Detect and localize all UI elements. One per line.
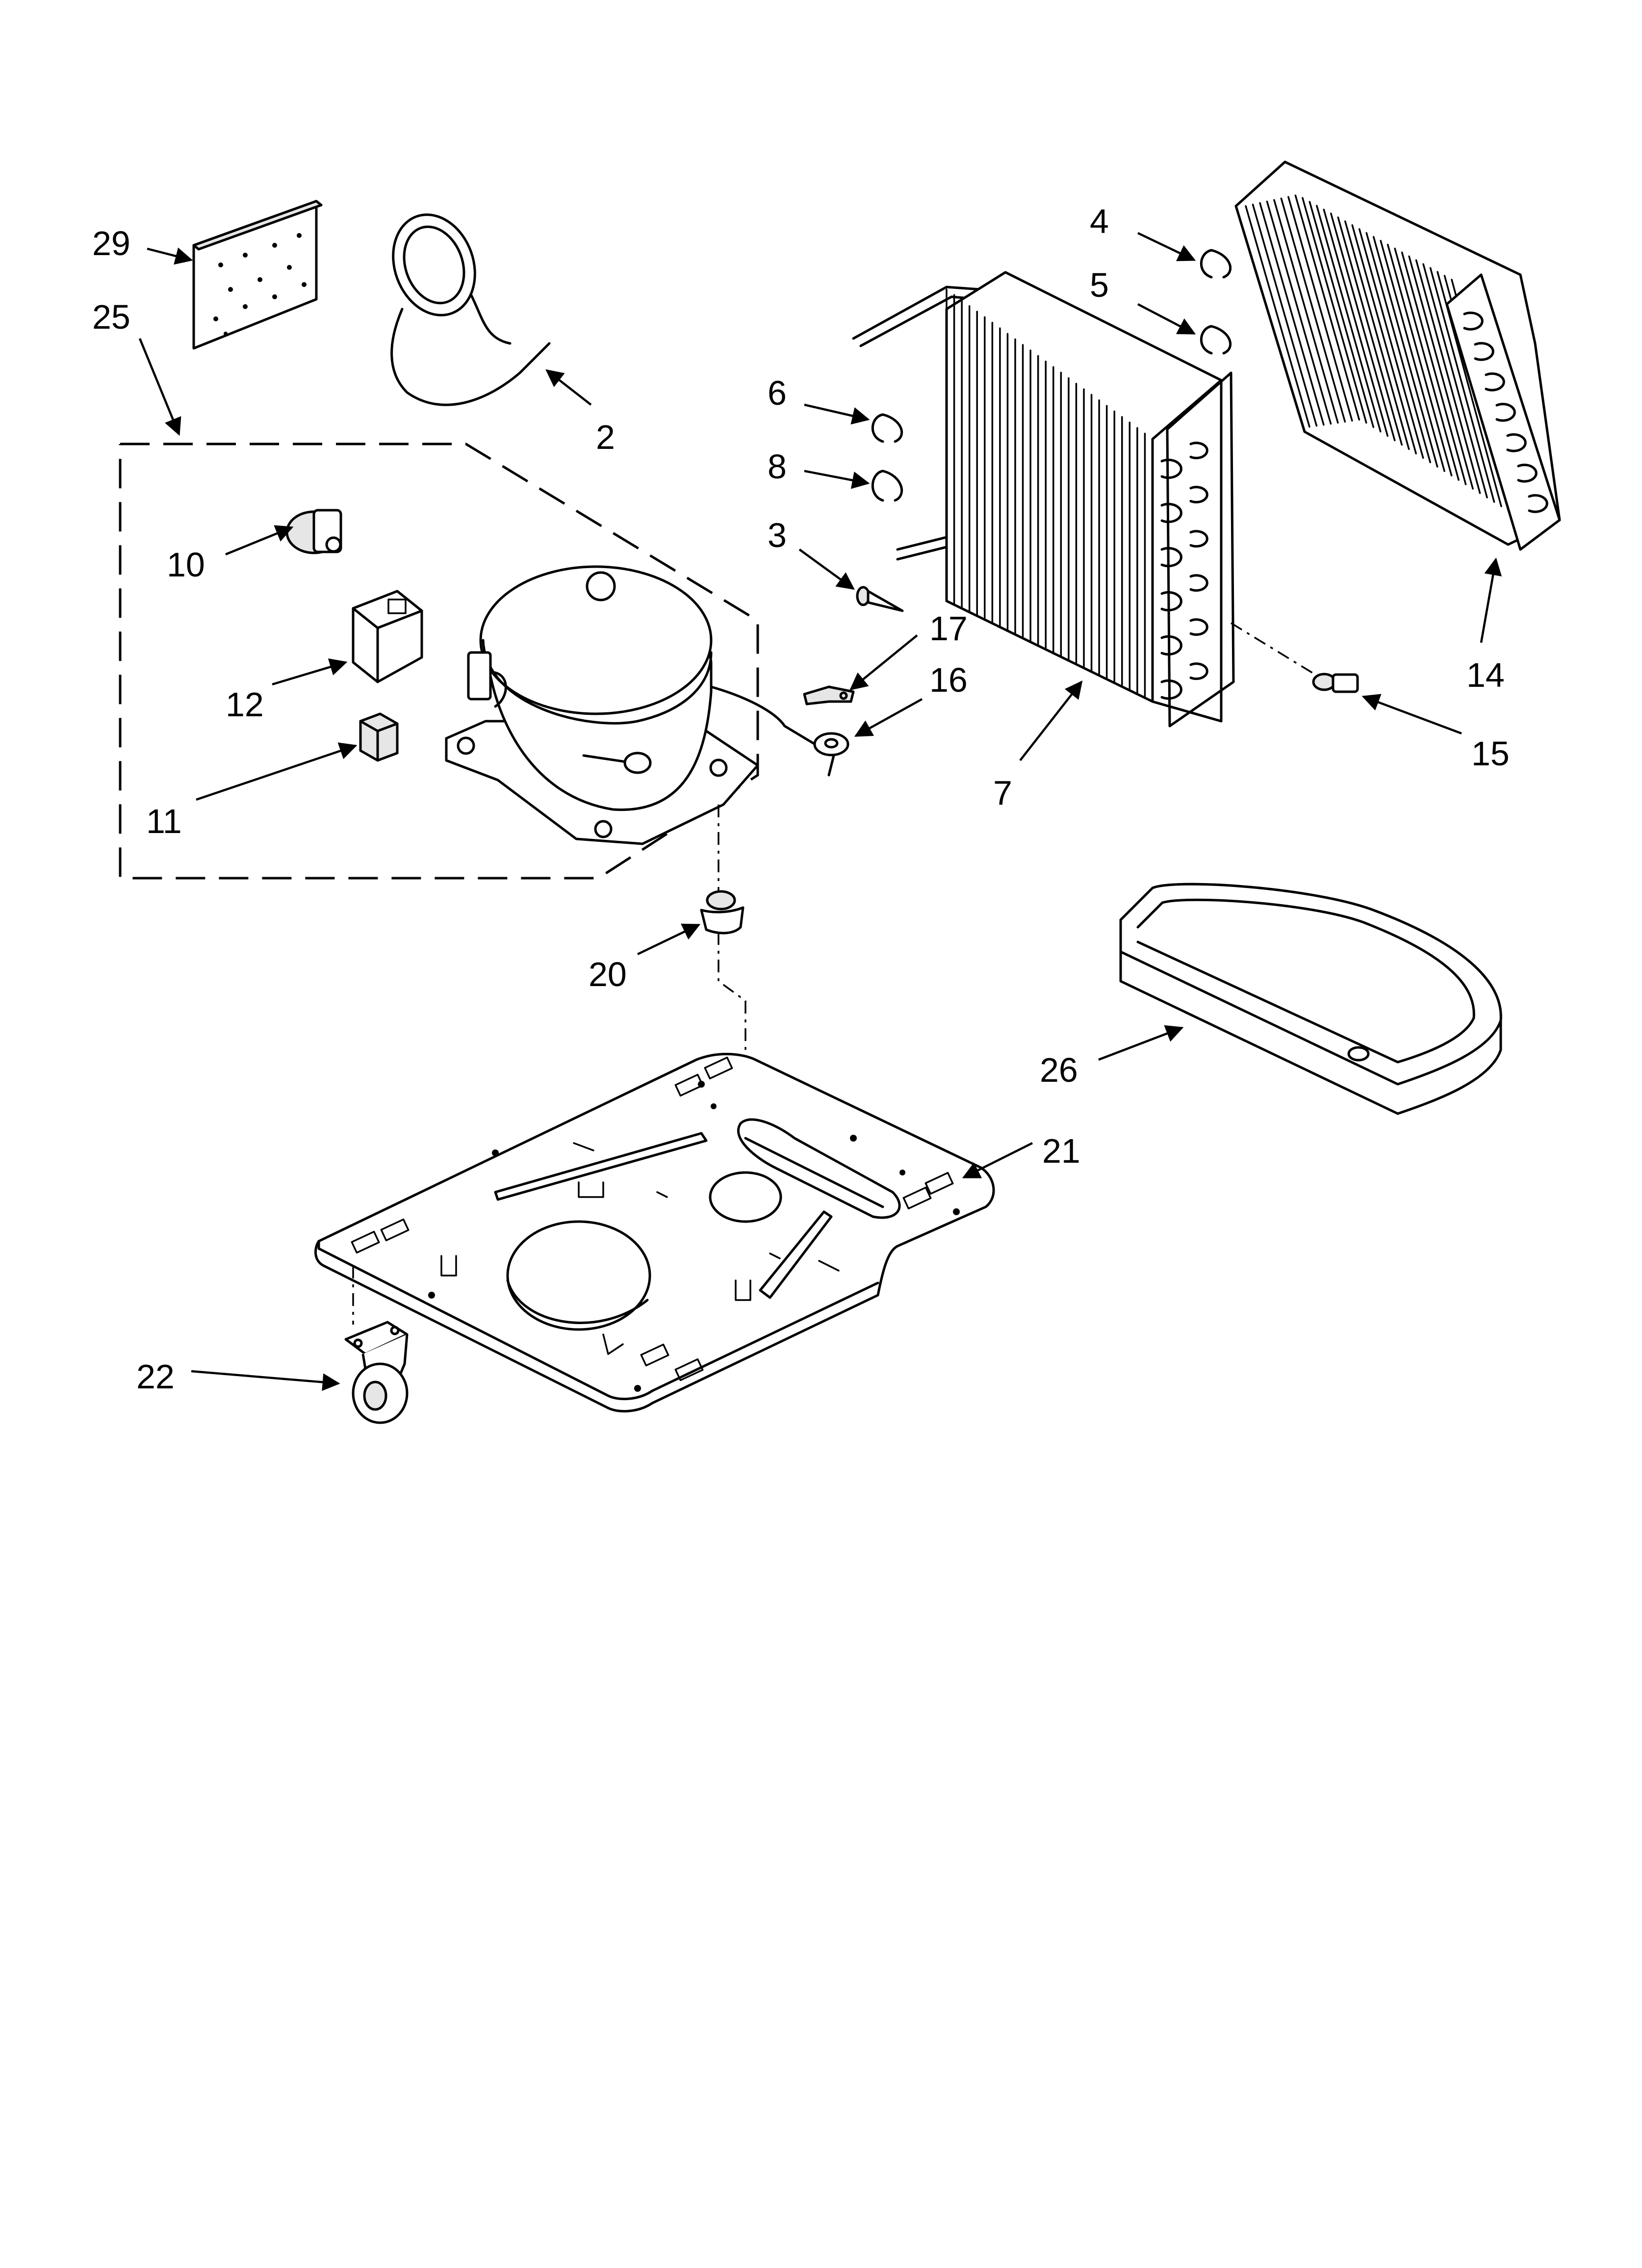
callout-15: 15 <box>1471 734 1510 773</box>
callout-2: 2 <box>596 418 615 456</box>
grommet-washer-part <box>813 732 849 756</box>
callout-17: 17 <box>929 609 968 648</box>
fin-line <box>1266 200 1332 425</box>
tube-clip-part <box>803 685 855 705</box>
callout-11: 11 <box>146 802 182 840</box>
fin-line <box>1287 196 1353 422</box>
coil-bend <box>1189 486 1208 504</box>
fin-line <box>1394 247 1460 481</box>
condenser-coil-part <box>852 271 1235 728</box>
fin-line <box>1380 239 1445 472</box>
coil-bend <box>1506 433 1527 452</box>
overload-switch-part <box>285 509 342 554</box>
coil-bend <box>1189 530 1208 548</box>
callout-25: 25 <box>92 298 130 336</box>
hairpin-tube-part-4 <box>1200 249 1232 279</box>
callout-21: 21 <box>1042 1132 1080 1170</box>
callout-10: 10 <box>167 546 205 584</box>
base-pan-part <box>314 1052 995 1413</box>
drain-fitting-part <box>1231 622 1359 693</box>
callout-26: 26 <box>1040 1051 1078 1089</box>
callout-22: 22 <box>136 1357 175 1396</box>
callout-29: 29 <box>92 224 130 262</box>
fin-line <box>1401 251 1467 485</box>
hairpin-tube-part-8 <box>871 469 903 502</box>
fin-line <box>1308 201 1375 428</box>
fin-line <box>1316 205 1382 433</box>
coil-bend <box>1495 403 1516 422</box>
fin-line <box>1302 197 1367 424</box>
hairpin-tube-part-5 <box>1200 325 1232 355</box>
fin-line <box>1344 220 1410 450</box>
callout-20: 20 <box>589 955 627 993</box>
condenser-fin-pack-part <box>1234 160 1561 551</box>
coil-bend <box>1474 342 1494 361</box>
start-relay-part <box>359 712 399 762</box>
callout-7: 7 <box>993 774 1012 812</box>
fin-line <box>1259 202 1325 426</box>
coil-bend <box>1463 312 1484 331</box>
rubber-grommet-part <box>700 805 746 1187</box>
drip-tray-part <box>1119 883 1502 1115</box>
fin-line <box>1422 263 1488 498</box>
leader-lines <box>138 232 1502 1391</box>
compressor-part <box>445 565 835 845</box>
duct-hose-part <box>390 213 551 406</box>
fin-line <box>1429 267 1495 503</box>
fin-line <box>1372 236 1438 468</box>
fin-line <box>1323 209 1389 437</box>
coil-bend <box>1485 372 1505 391</box>
compressor-assembly-boundary <box>119 443 759 880</box>
caster-wheel-part <box>344 1266 409 1424</box>
fin-line <box>1337 216 1403 446</box>
fin-line <box>1365 232 1431 464</box>
fin-line <box>1273 199 1339 424</box>
callout-5: 5 <box>1090 266 1109 304</box>
coil-bend <box>1189 442 1208 460</box>
fin-line <box>1280 197 1346 423</box>
hairpin-tube-part-6 <box>871 413 903 443</box>
fin-line <box>1415 259 1481 494</box>
callout-12: 12 <box>226 685 264 724</box>
coil-bend <box>1189 618 1208 636</box>
fin-line <box>1358 228 1424 459</box>
coil-bend <box>1517 464 1538 483</box>
callout-16: 16 <box>929 661 968 699</box>
relay-cover-part <box>352 590 423 683</box>
callout-6: 6 <box>768 374 787 412</box>
fin-line <box>1330 212 1396 442</box>
fin-line <box>1294 194 1360 421</box>
fin-line <box>1386 243 1453 477</box>
filter-panel-part <box>192 200 323 350</box>
coil-bend <box>1189 662 1208 680</box>
fin-line <box>1408 255 1474 490</box>
callout-14: 14 <box>1466 656 1505 694</box>
fin-line <box>1351 224 1417 455</box>
coil-bend <box>1528 494 1548 513</box>
fin-line <box>1245 205 1310 428</box>
coil-bend <box>1160 458 1182 479</box>
fin-line <box>1252 204 1318 427</box>
coil-bend <box>1189 574 1208 592</box>
callout-4: 4 <box>1090 202 1109 240</box>
callout-8: 8 <box>768 447 787 486</box>
callout-labels: 29 25 2 10 12 11 4 5 6 8 3 17 16 7 14 15… <box>92 202 1510 1396</box>
screw-part <box>856 586 904 612</box>
callout-3: 3 <box>768 516 787 554</box>
